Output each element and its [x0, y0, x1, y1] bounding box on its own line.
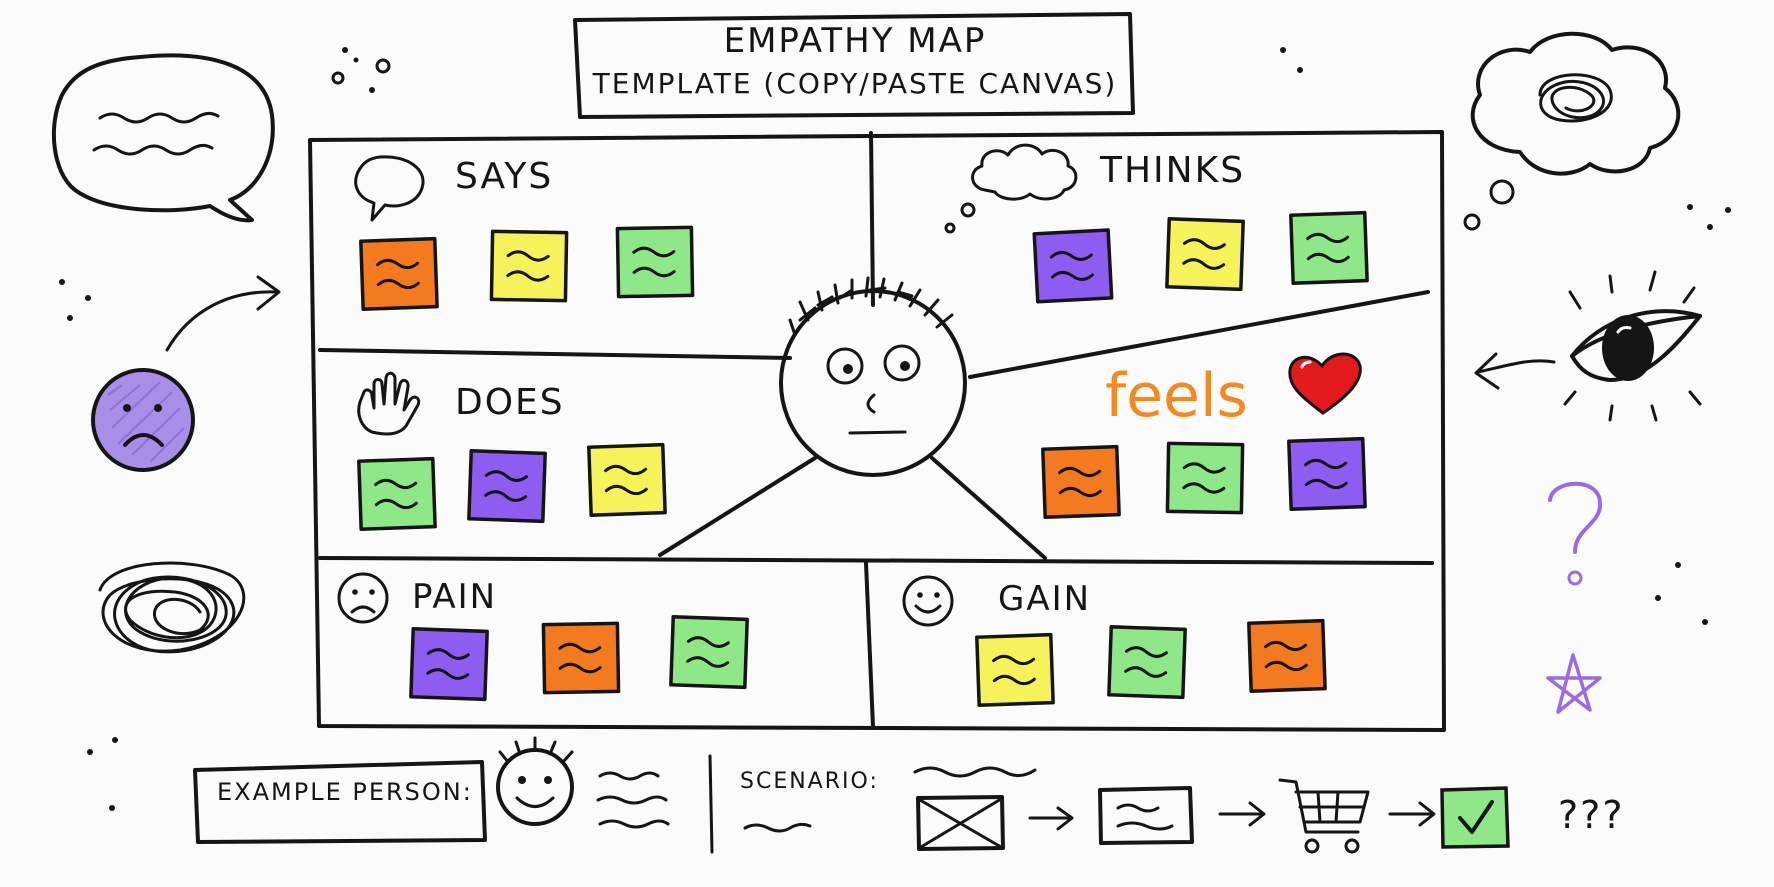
divider-says-does — [318, 348, 792, 360]
scribble-icon — [98, 561, 246, 654]
checkmark-icon — [1440, 786, 1510, 849]
says-label: SAYS — [455, 156, 553, 197]
eye-icon — [1563, 270, 1702, 422]
gain-sticky-note-1 — [975, 632, 1055, 707]
arrow-right-icon — [1028, 806, 1074, 831]
feels-notes — [1041, 436, 1367, 519]
says-notes — [359, 225, 695, 311]
does-sticky-note-1 — [357, 456, 437, 531]
sad-face-icon — [337, 572, 389, 624]
arrow-right-icon — [1388, 801, 1436, 827]
sad-face-icon — [91, 368, 195, 472]
person-face-icon — [496, 736, 574, 826]
persona-figure — [658, 276, 1047, 560]
person-notes-lines — [596, 771, 670, 829]
pain-notes — [409, 615, 749, 702]
scenario-lines — [743, 822, 812, 833]
thinks-sticky-note-2 — [1165, 217, 1245, 292]
quadrant-feels: feels — [1041, 352, 1367, 519]
feels-sticky-note-2 — [1165, 441, 1245, 515]
star-icon — [1546, 653, 1602, 714]
title-line2: TEMPLATE (COPY/PASTE CANVAS) — [592, 67, 1118, 100]
scenario-label: SCENARIO: — [740, 769, 879, 794]
footer-row: EXAMPLE PERSON: SCENARIO: — [193, 736, 1625, 854]
thinks-sticky-note-1 — [1032, 228, 1114, 304]
pain-sticky-note-1 — [409, 627, 489, 702]
happy-face-icon — [902, 575, 954, 627]
feels-label: feels — [1105, 361, 1248, 431]
pain-label: PAIN — [412, 577, 497, 617]
does-sticky-note-3 — [587, 442, 667, 517]
thinks-notes — [1032, 210, 1369, 304]
arrow-right-icon — [1218, 801, 1266, 827]
says-sticky-note-3 — [615, 225, 695, 299]
says-sticky-note-1 — [359, 236, 439, 311]
quadrant-gain: GAIN — [902, 575, 1327, 707]
feels-sticky-note-3 — [1287, 436, 1367, 511]
decorative-dots — [59, 47, 1731, 811]
side-speech-bubble-icon — [51, 53, 275, 223]
footer-divider — [708, 754, 714, 854]
feels-sticky-note-1 — [1041, 444, 1121, 519]
divider-pain-gain — [864, 561, 875, 729]
arrow-left-icon — [1474, 352, 1556, 390]
divider-thinks-feels — [968, 290, 1430, 379]
thinks-sticky-note-3 — [1289, 210, 1369, 285]
empathy-map-frame — [308, 130, 1446, 732]
divider-bottom-row — [318, 556, 1434, 565]
example-person-label: EXAMPLE PERSON: — [217, 778, 473, 806]
example-person-box: EXAMPLE PERSON: — [193, 760, 487, 844]
quadrant-pain: PAIN — [337, 572, 749, 702]
scenario-lines — [913, 766, 1037, 778]
image-placeholder-icon — [916, 795, 1005, 851]
title-box: EMPATHY MAP TEMPLATE (COPY/PASTE CANVAS) — [573, 12, 1135, 119]
gain-notes — [975, 618, 1327, 707]
quadrant-thinks: THINKS — [944, 143, 1369, 304]
shopping-cart-icon — [1278, 778, 1370, 854]
gain-sticky-note-2 — [1107, 625, 1187, 700]
speech-bubble-icon — [354, 155, 425, 222]
divider-top-vertical — [869, 131, 875, 307]
text-card-icon — [1098, 786, 1194, 845]
title-line1: EMPATHY MAP — [724, 21, 987, 61]
end-question-marks: ??? — [1558, 793, 1625, 837]
pain-sticky-note-3 — [669, 615, 749, 690]
thought-cloud-icon — [1463, 31, 1681, 231]
question-mark-icon — [1548, 481, 1603, 586]
says-sticky-note-2 — [489, 229, 569, 303]
hand-icon — [357, 371, 421, 436]
gain-label: GAIN — [998, 579, 1091, 619]
quadrant-says: SAYS — [354, 155, 695, 311]
does-label: DOES — [455, 382, 565, 423]
heart-icon — [1288, 352, 1362, 415]
does-notes — [357, 442, 667, 531]
arrow-right-icon — [165, 275, 281, 352]
thought-cloud-icon — [944, 143, 1078, 234]
thinks-label: THINKS — [1099, 150, 1245, 191]
pain-sticky-note-2 — [541, 621, 621, 695]
does-sticky-note-2 — [467, 449, 547, 524]
gain-sticky-note-3 — [1247, 618, 1327, 693]
quadrant-does: DOES — [357, 371, 667, 531]
